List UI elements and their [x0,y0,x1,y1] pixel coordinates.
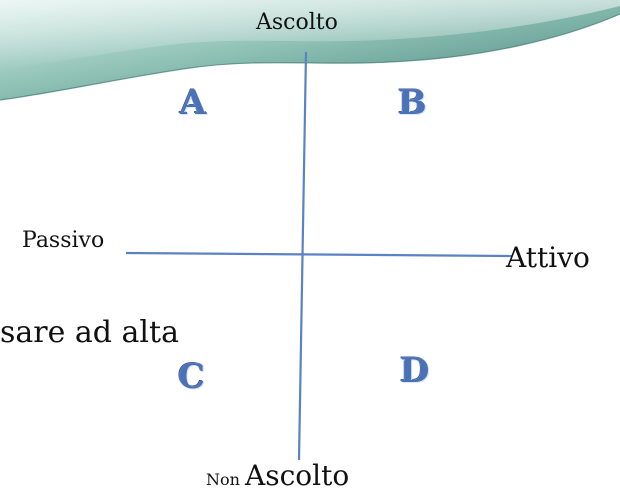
quadrant-label-d: D [400,351,430,391]
axis-label-bottom-prefix: Non [206,470,240,489]
axis-label-top: Ascolto [256,10,338,35]
axis-label-bottom: Non Ascolto [206,462,349,490]
axis-label-right: Attivo [506,241,590,274]
header-banner-wave [0,0,620,101]
horizontal-axis-line [125,251,513,258]
axis-label-left: Passivo [22,228,105,253]
background-slide-text-fragment: sare ad alta [0,315,179,350]
vertical-axis-line [297,51,308,461]
quadrant-label-c: C [178,357,206,397]
quadrant-label-b: B [398,83,427,123]
axis-label-bottom-main: Ascolto [245,459,350,492]
quadrant-label-a: A [180,83,207,123]
